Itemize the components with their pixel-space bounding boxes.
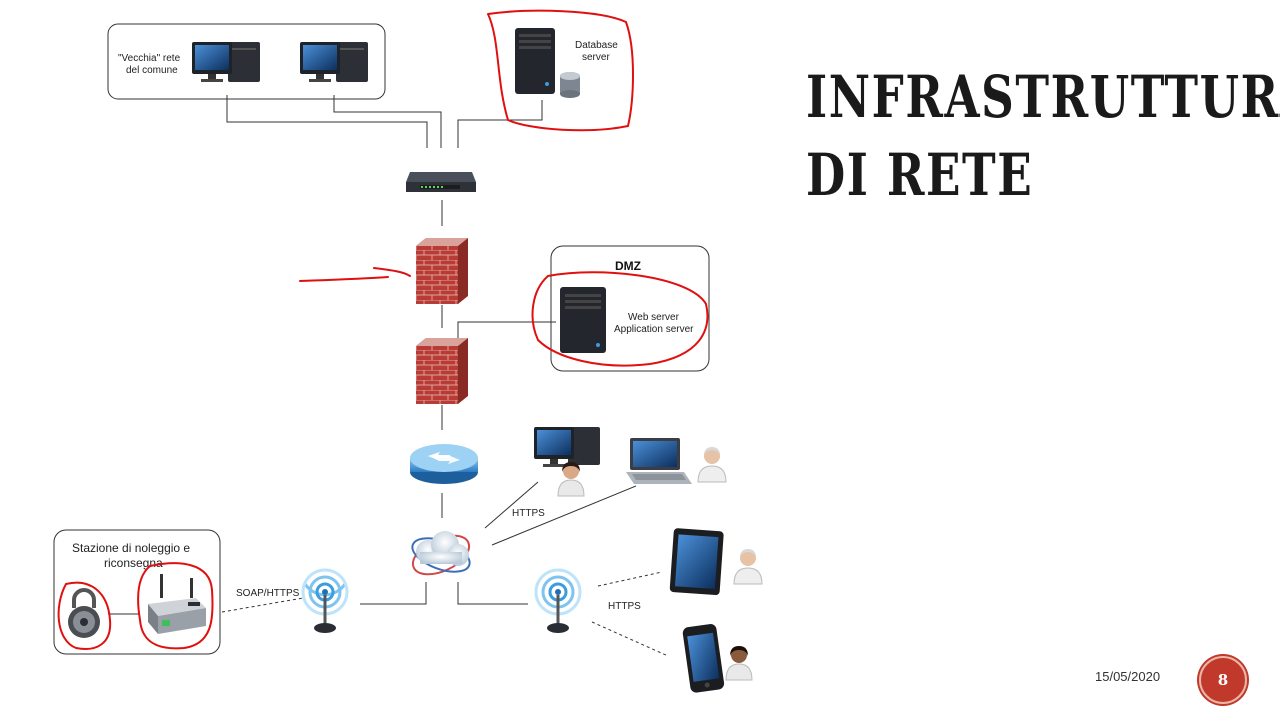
station-label-line1: Stazione di noleggio e xyxy=(72,541,190,555)
router-icon xyxy=(410,444,478,484)
annotation-line-firewall xyxy=(299,267,411,282)
connection-lines xyxy=(221,95,669,657)
network-switch-icon xyxy=(406,172,476,192)
web-server-icon xyxy=(560,287,606,353)
user-female-icon xyxy=(557,462,585,497)
link-pc2-switch xyxy=(333,95,442,148)
link-pc1-switch xyxy=(226,95,428,148)
link-ap-tablet xyxy=(597,571,663,587)
desktop-computer-icon xyxy=(534,427,600,467)
https-label-bottom: HTTPS xyxy=(608,601,641,612)
user-female-icon xyxy=(725,646,753,681)
wireless-access-point-icon xyxy=(534,568,582,633)
laptop-icon xyxy=(626,438,692,484)
database-label-line2: server xyxy=(582,52,610,63)
dmz-server-line2: Application server xyxy=(614,324,694,335)
soap-label: SOAP/HTTPS xyxy=(236,588,300,599)
old-network-label-line1: "Vecchia" rete xyxy=(118,53,181,64)
slide-date: 15/05/2020 xyxy=(1095,669,1161,684)
link-cloud-desktop xyxy=(484,481,539,529)
wireless-router-icon xyxy=(148,574,206,634)
tablet-icon xyxy=(669,528,724,596)
link-cloud-ap-right xyxy=(457,582,528,605)
page-number-badge: 8 xyxy=(1199,656,1247,704)
annotation-circle-dmz-server xyxy=(531,271,709,367)
desktop-computer-icon xyxy=(192,42,260,82)
slide-title-line2: DI RETE xyxy=(806,141,1034,209)
rental-station-box xyxy=(53,529,221,655)
link-ap-phone xyxy=(591,621,669,657)
https-label-top: HTTPS xyxy=(512,508,545,519)
station-label-line2: riconsegna xyxy=(104,556,163,570)
smartphone-icon xyxy=(682,624,725,693)
annotation-circle-database xyxy=(487,9,634,132)
old-network-label-line2: del comune xyxy=(126,65,178,76)
internet-cloud-icon xyxy=(411,531,471,576)
old-network-box xyxy=(107,23,386,100)
user-male-icon xyxy=(697,447,727,483)
dmz-box xyxy=(550,245,710,372)
padlock-icon xyxy=(68,588,100,638)
database-server-icon xyxy=(515,28,580,98)
link-cloud-ap-left xyxy=(360,582,427,605)
slide-title: INFRASTRUTTURA DI RETE xyxy=(806,58,1280,214)
database-label-line1: Database xyxy=(575,40,618,51)
link-db-switch xyxy=(457,100,543,148)
link-station-ap xyxy=(221,597,304,613)
firewall-icon xyxy=(416,338,468,404)
firewall-icon xyxy=(416,238,468,304)
user-male-icon xyxy=(733,549,763,585)
link-cloud-laptop xyxy=(491,485,637,546)
slide-title-line1: INFRASTRUTTURA xyxy=(806,63,1280,131)
dmz-title: DMZ xyxy=(615,259,641,273)
annotation-circle-padlock xyxy=(57,581,112,650)
page-number: 8 xyxy=(1217,671,1229,689)
red-annotations xyxy=(57,9,709,650)
annotation-circle-router xyxy=(137,562,214,650)
wireless-access-point-icon xyxy=(301,568,349,633)
dmz-server-line1: Web server xyxy=(628,312,680,323)
link-fw-dmz xyxy=(457,321,556,338)
desktop-computer-icon xyxy=(300,42,368,82)
